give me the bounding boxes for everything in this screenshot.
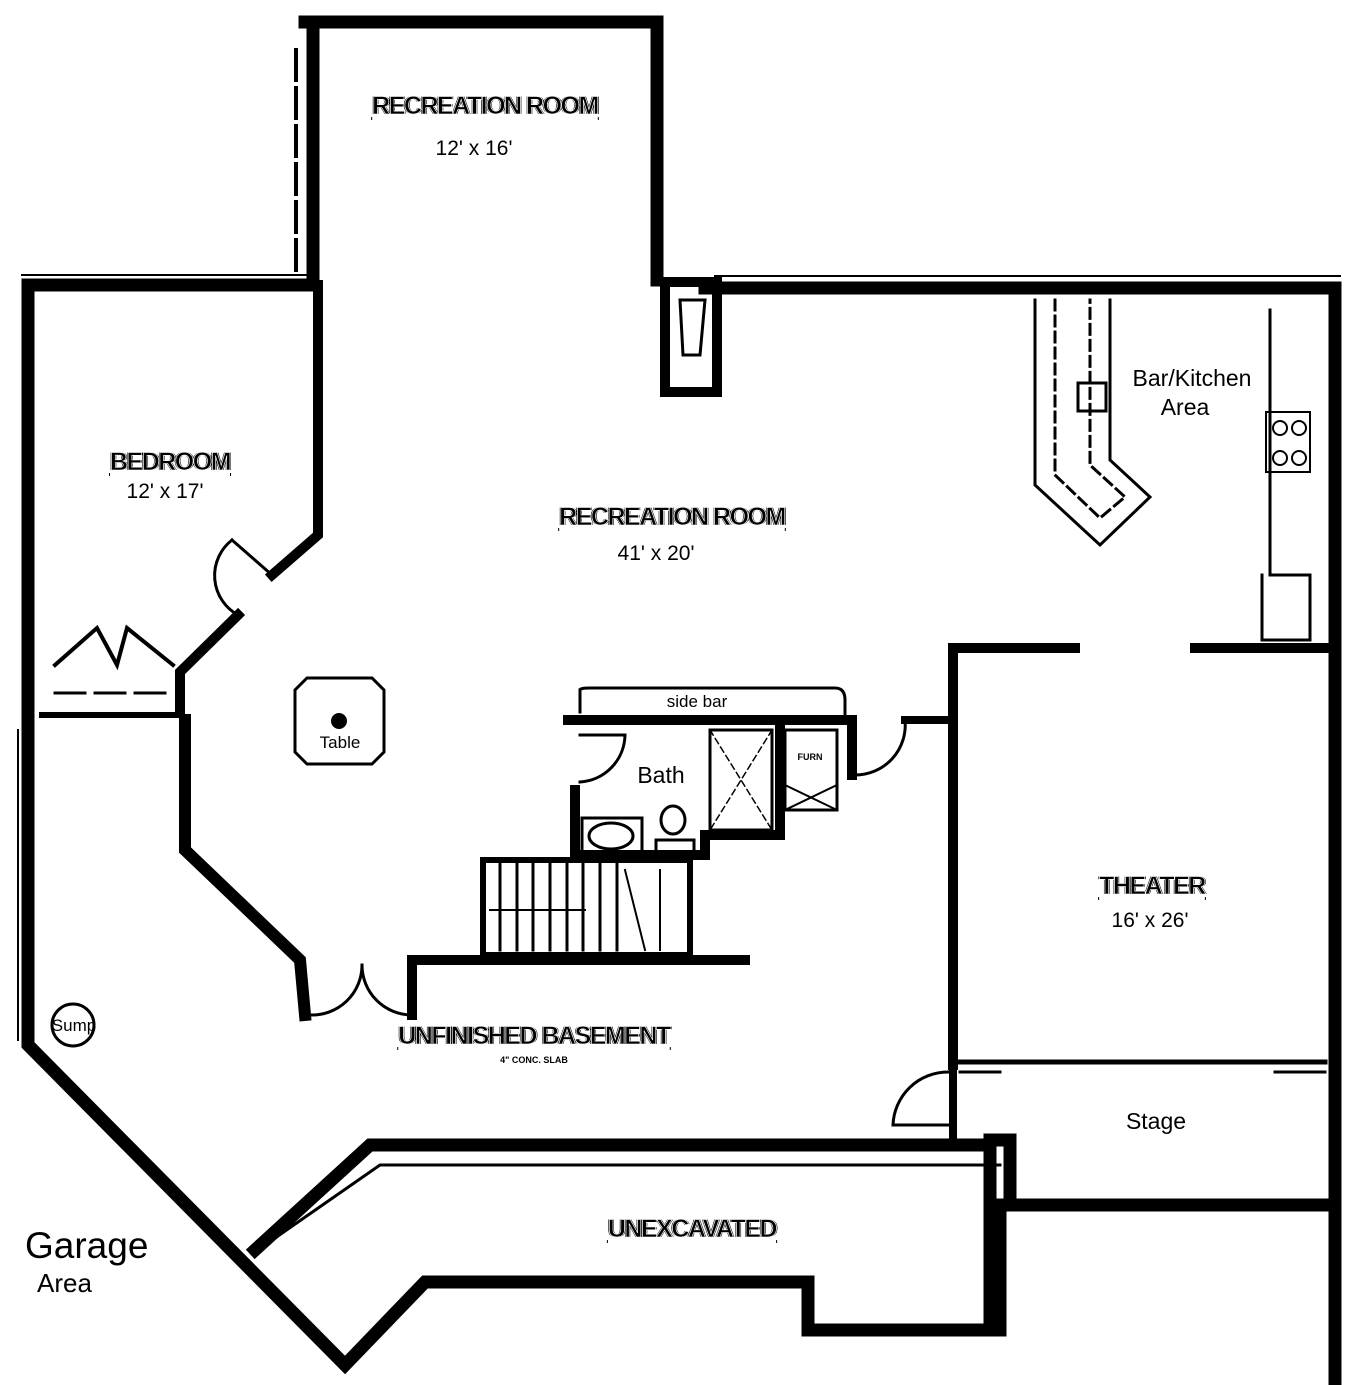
sump-label: Sump: [51, 1016, 97, 1035]
theater-title: THEATER: [1099, 872, 1207, 901]
furn-label: FURN: [797, 752, 823, 762]
bedroom-size: 12' x 17': [126, 480, 204, 503]
wall-bedroom-right: [175, 280, 323, 715]
bath-label: Bath: [637, 762, 685, 788]
table: [293, 676, 386, 766]
side-bar-label: side bar: [666, 692, 728, 711]
garage-label: Garage: [25, 1225, 149, 1266]
unfinished-note: 4" CONC. SLAB: [500, 1055, 568, 1065]
wall-bath: [563, 715, 857, 780]
rec-upper-size: 12' x 16': [435, 137, 513, 160]
theater-size: 16' x 26': [1111, 909, 1189, 932]
sump-pit: [50, 1002, 96, 1048]
unfinished-title: UNFINISHED BASEMENT: [398, 1022, 672, 1051]
table-label: Table: [319, 733, 361, 752]
rec-main-size: 41' x 20': [617, 542, 695, 565]
shower: [708, 728, 774, 832]
stage-label: Stage: [1125, 1108, 1187, 1134]
wall-exterior-left: [21, 278, 1342, 1375]
wall-theater: [948, 643, 1340, 1070]
wall-upper-rec: [298, 15, 664, 287]
bar-counter: [1033, 298, 1153, 548]
bar-kitchen-area-label: Area: [1160, 394, 1210, 420]
stairs: [480, 857, 693, 958]
rec-main-title: RECREATION ROOM: [559, 503, 787, 532]
unexcavated-title: UNEXCAVATED: [607, 1215, 778, 1244]
bar-kitchen-label: Bar/Kitchen: [1132, 365, 1252, 391]
fireplace: [660, 277, 722, 397]
bedroom-title: BEDROOM: [109, 448, 232, 477]
garage-area-label: Area: [37, 1268, 92, 1298]
wall-exterior-top: [21, 278, 1342, 1385]
rec-upper-title: RECREATION ROOM: [372, 92, 600, 121]
wall-unexcavated: [245, 1133, 1017, 1260]
